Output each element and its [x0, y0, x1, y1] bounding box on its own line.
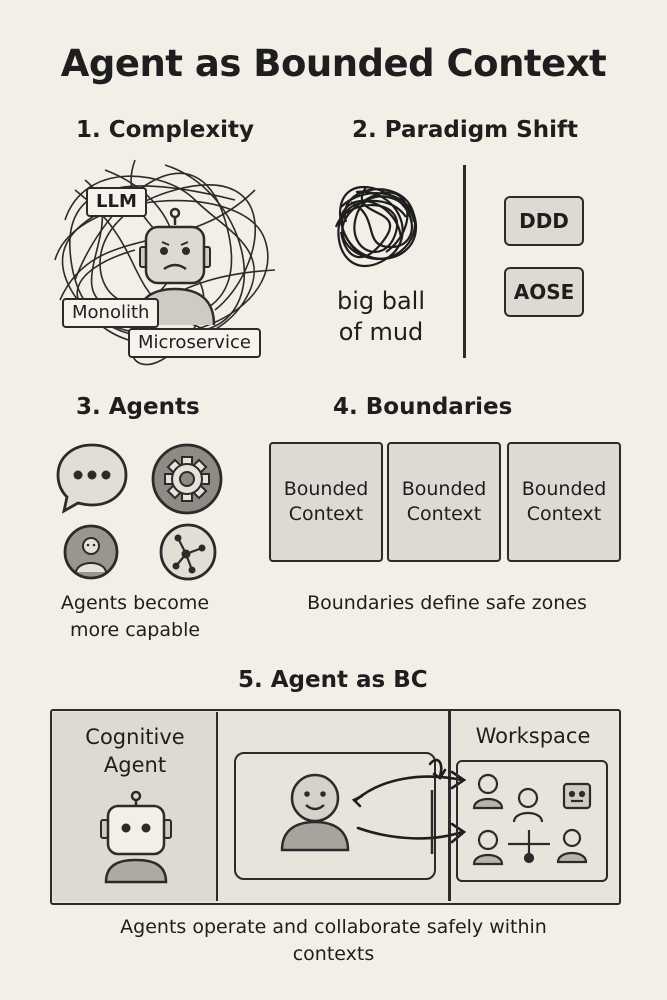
paradigm-divider — [463, 165, 466, 358]
bounded-context-label: Context — [288, 503, 364, 525]
page-title: Agent as Bounded Context — [60, 42, 607, 85]
mud-label-line2: of mud — [338, 318, 424, 346]
mud-label-line1: big ball — [336, 287, 426, 315]
user-icon — [63, 524, 119, 580]
network-icon — [159, 523, 217, 581]
agent-bc-caption-line1: Agents operate and collaborate safely wi… — [120, 916, 547, 938]
workspace-label: Workspace — [475, 724, 591, 748]
monolith-tag: Monolith — [62, 298, 160, 328]
exchange-arrows — [351, 758, 467, 854]
bounded-context-label: Bounded — [283, 478, 369, 500]
ball-of-mud-icon — [334, 186, 418, 267]
llm-tag: LLM — [86, 187, 147, 217]
ddd-box: DDD — [504, 196, 584, 246]
workspace-agents-icon — [472, 773, 592, 866]
bounded-context-label: Context — [406, 503, 482, 525]
agent-context-box — [234, 752, 436, 880]
cognitive-label-line2: Agent — [103, 753, 167, 777]
section-complexity-heading: 1. Complexity — [76, 117, 255, 143]
bounded-context-label: Bounded — [401, 478, 487, 500]
aose-box: AOSE — [504, 267, 584, 317]
smiley-agent-icon — [280, 773, 350, 852]
cognitive-label-line1: Cognitive — [85, 725, 185, 749]
section-boundaries-heading: 4. Boundaries — [333, 394, 513, 420]
chat-bubble-icon — [56, 443, 128, 514]
robot-icon — [100, 790, 172, 884]
bounded-context-label: Bounded — [521, 478, 607, 500]
agents-caption-line1: Agents become — [60, 592, 210, 614]
agent-bc-caption-line2: contexts — [292, 943, 375, 965]
boundaries-caption: Boundaries define safe zones — [307, 592, 587, 614]
section-paradigm-heading: 2. Paradigm Shift — [352, 117, 578, 143]
section-agent-bc-heading: 5. Agent as BC — [238, 667, 428, 693]
workspace-divider — [448, 711, 451, 901]
agents-caption-line2: more capable — [69, 619, 201, 641]
workspace-box — [456, 760, 608, 882]
microservice-tag: Microservice — [128, 328, 261, 358]
gear-icon — [151, 443, 223, 515]
section-agents-heading: 3. Agents — [76, 394, 200, 420]
bounded-context-label: Context — [526, 503, 602, 525]
